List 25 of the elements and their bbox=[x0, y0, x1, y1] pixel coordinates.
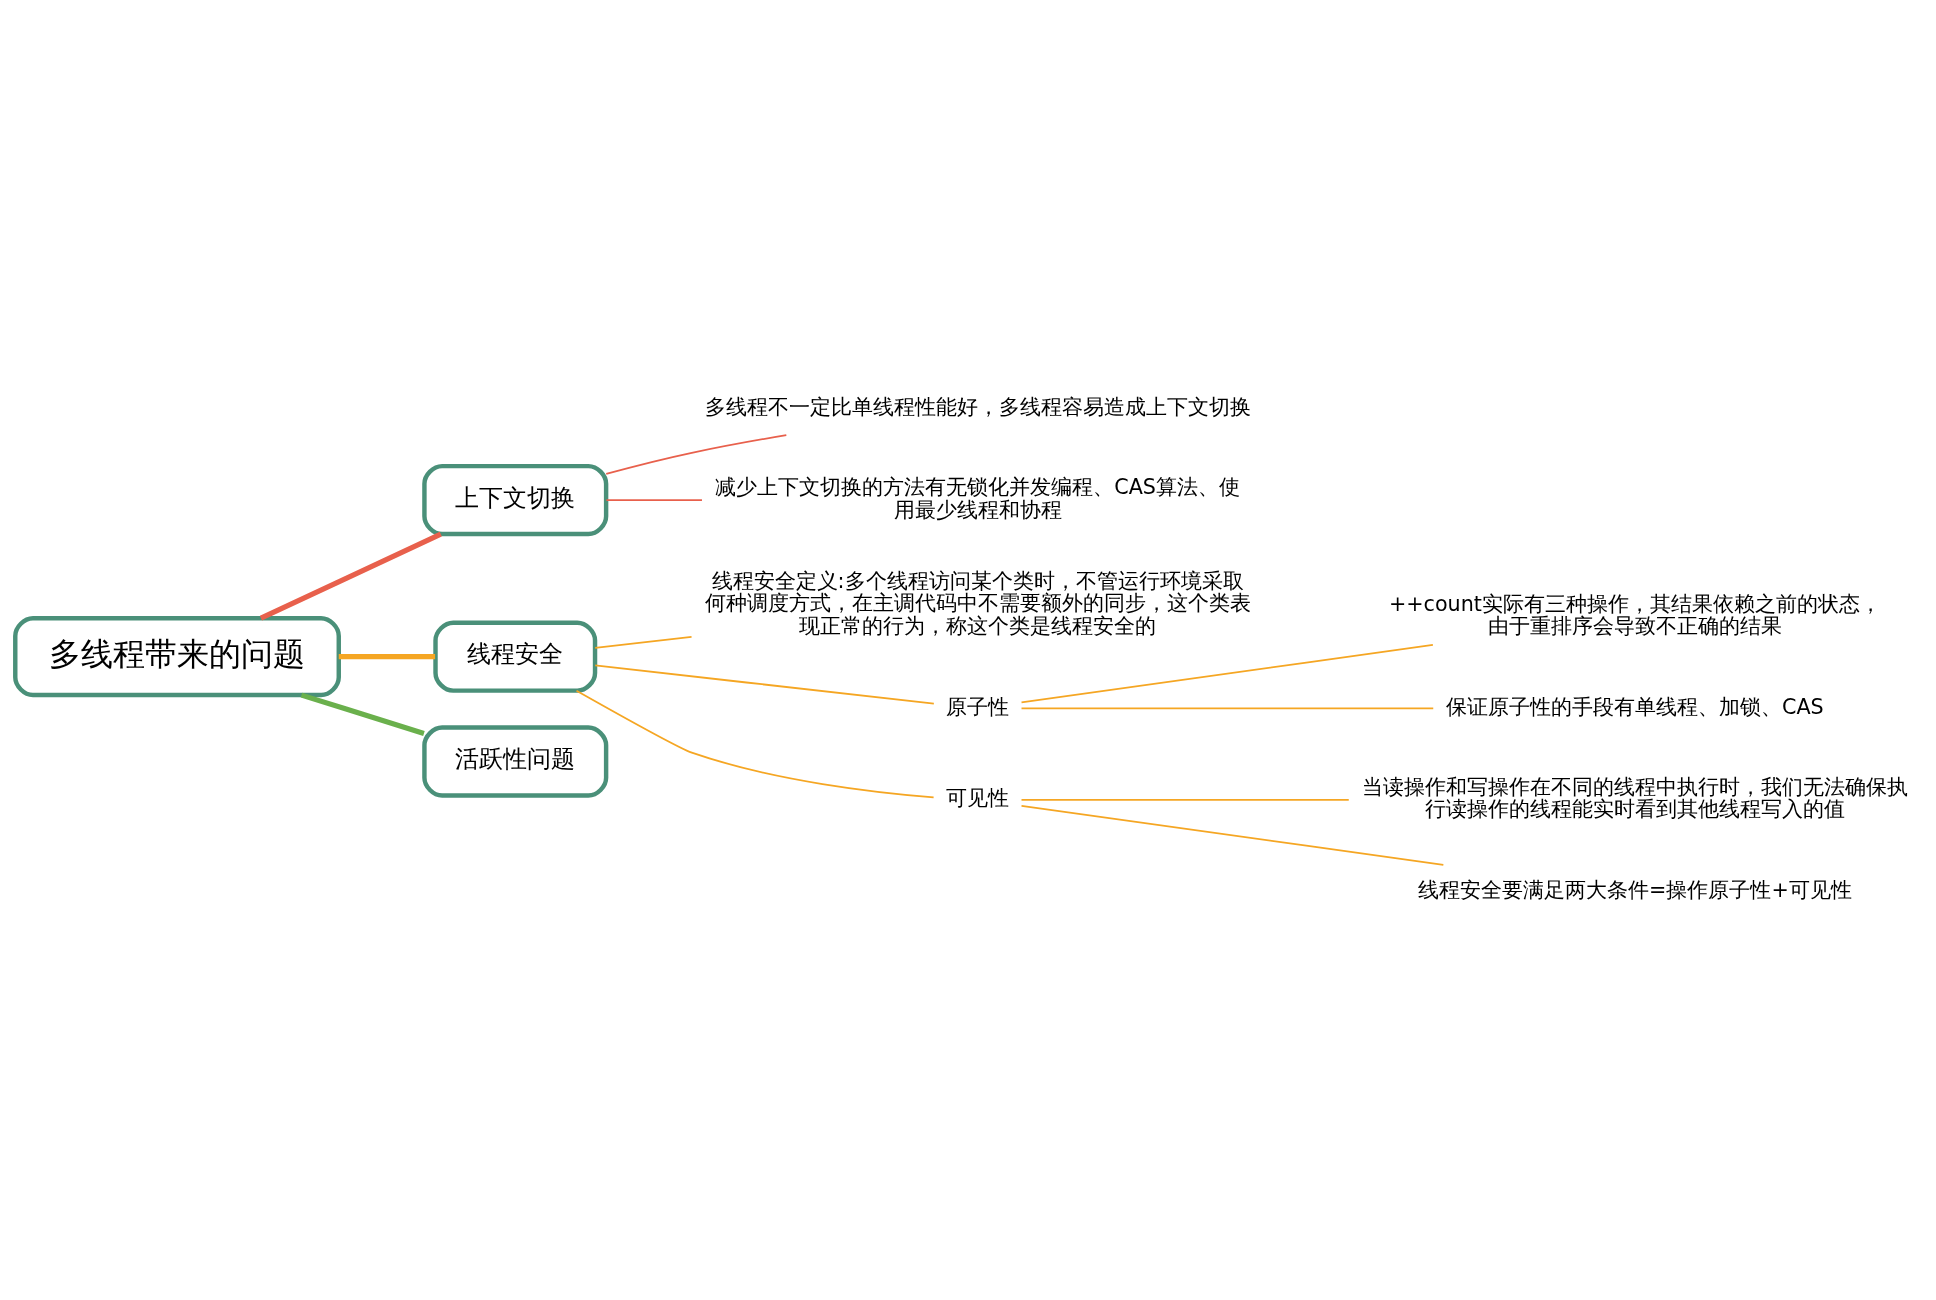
connector bbox=[1020, 804, 1445, 866]
connector bbox=[594, 636, 693, 649]
node-text: 原子性 bbox=[946, 694, 1010, 719]
node-box: 线程安全 bbox=[433, 620, 598, 693]
node-box: 活跃性问题 bbox=[422, 725, 609, 798]
connector bbox=[259, 531, 442, 621]
node-text: 减少上下文切换的方法有无锁化并发编程、CAS算法、使用最少线程和协程 bbox=[715, 475, 1240, 522]
connector bbox=[1020, 707, 1435, 710]
node-text: 当读操作和写操作在不同的线程中执行时，我们无法确保执行读操作的线程能实时看到其他线程写入的值 bbox=[1361, 775, 1908, 822]
connector bbox=[1020, 799, 1350, 801]
node-text: 多线程不一定比单线程性能好，多线程容易造成上下文切换 bbox=[704, 394, 1251, 419]
connector bbox=[300, 692, 425, 736]
node-text: ++count实际有三种操作，其结果依赖之前的状态，由于重排序会导致不正确的结果 bbox=[1388, 592, 1881, 639]
connector bbox=[1020, 643, 1434, 704]
connector bbox=[605, 434, 788, 475]
connector bbox=[605, 499, 703, 501]
node-text: 可见性 bbox=[946, 786, 1010, 811]
connector bbox=[594, 664, 935, 705]
connector bbox=[575, 689, 935, 799]
connector bbox=[338, 654, 436, 660]
node-text: 保证原子性的手段有单线程、加锁、CAS bbox=[1446, 694, 1824, 719]
node-text: 线程安全要满足两大条件=操作原子性+可见性 bbox=[1418, 877, 1852, 902]
node-box: 多线程带来的问题 bbox=[13, 616, 341, 698]
node-box: 上下文切换 bbox=[422, 463, 609, 537]
node-text: 线程安全定义:多个线程访问某个类时，不管运行环境采取何种调度方式，在主调代码中不需要额外的同步，这个类表现正常的行为，称这个类是线程安全的 bbox=[704, 569, 1251, 638]
